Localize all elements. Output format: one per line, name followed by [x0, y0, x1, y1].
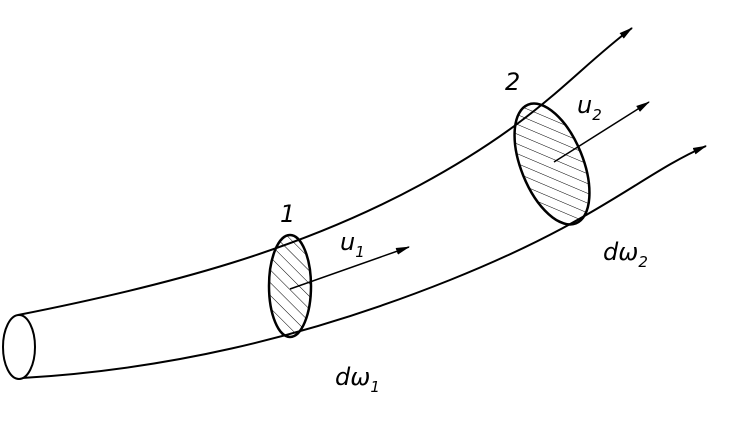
tube-upper-wall [17, 27, 633, 316]
section-2-cross-section [513, 102, 591, 226]
velocity-u2-label: u2 [577, 91, 602, 124]
tube-inlet-ellipse [2, 314, 36, 380]
tube-lower-wall [21, 145, 707, 379]
velocity-u1-label: u1 [340, 228, 365, 261]
velocity-u1-arrow [289, 246, 410, 290]
area-dw2-label: dω2 [603, 238, 648, 271]
velocity-u2-arrow [553, 101, 650, 163]
section-1-label: 1 [280, 200, 295, 228]
section-2-label: 2 [505, 68, 520, 96]
section-1-cross-section [267, 233, 313, 339]
area-dw1-label: dω1 [335, 363, 380, 396]
